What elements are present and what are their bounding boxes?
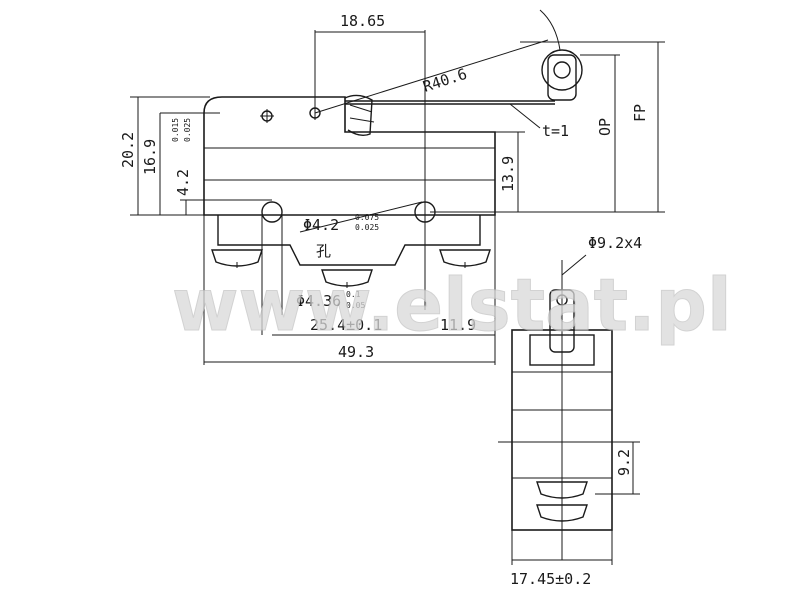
thickness-label: t=1	[542, 122, 569, 140]
end-view: Φ9.2x4 9.2 17.45±0.2	[498, 234, 642, 588]
dim-11-9: 11.9	[440, 316, 476, 334]
end-terminal-top	[536, 481, 588, 500]
fp-label: FP	[631, 104, 649, 122]
watermark: www.elstat.pl	[172, 263, 732, 347]
terminal-left	[211, 249, 263, 268]
terminal-middle	[321, 269, 373, 288]
switch-body	[203, 96, 496, 216]
end-terminal-bottom	[536, 504, 588, 523]
roller-dia-label: Φ9.2x4	[588, 234, 642, 252]
terminal-block	[217, 215, 481, 266]
pin-dia-sup: 0.1	[346, 290, 361, 299]
pin-dia-label: Φ4.36	[296, 292, 341, 310]
dim-18-65: 18.65	[340, 12, 385, 30]
hole-char: 孔	[316, 242, 331, 260]
dim-20-2: 20.2	[119, 132, 137, 168]
hole-dia-sub: 0.025	[355, 223, 379, 232]
dim-4-2-sup: 0.015	[171, 118, 180, 142]
dim-17-45: 17.45±0.2	[510, 570, 591, 588]
side-view: R40.6 18.65 20.2 16.9 4.2 0.015 0.025 13…	[119, 9, 665, 365]
hole-dia-sup: 0.075	[355, 213, 379, 222]
dim-16-9: 16.9	[141, 139, 159, 175]
dim-9-2: 9.2	[615, 449, 633, 476]
radius-line	[314, 39, 549, 114]
radius-label: R40.6	[421, 65, 470, 96]
dim-25-4: 25.4±0.1	[310, 316, 382, 334]
dim-13-9: 13.9	[499, 156, 517, 192]
dim-49-3: 49.3	[338, 343, 374, 361]
pin-dia-sub: 0.05	[346, 301, 365, 310]
op-label: OP	[596, 118, 614, 136]
roller	[541, 49, 583, 91]
dim-4-2-sub: 0.025	[183, 118, 192, 142]
roller-bracket	[547, 54, 577, 101]
terminal-right	[439, 249, 491, 268]
actuator-lever	[344, 94, 373, 137]
hole-dia-label: Φ4.2	[303, 216, 339, 234]
dim-4-2: 4.2	[174, 169, 192, 196]
